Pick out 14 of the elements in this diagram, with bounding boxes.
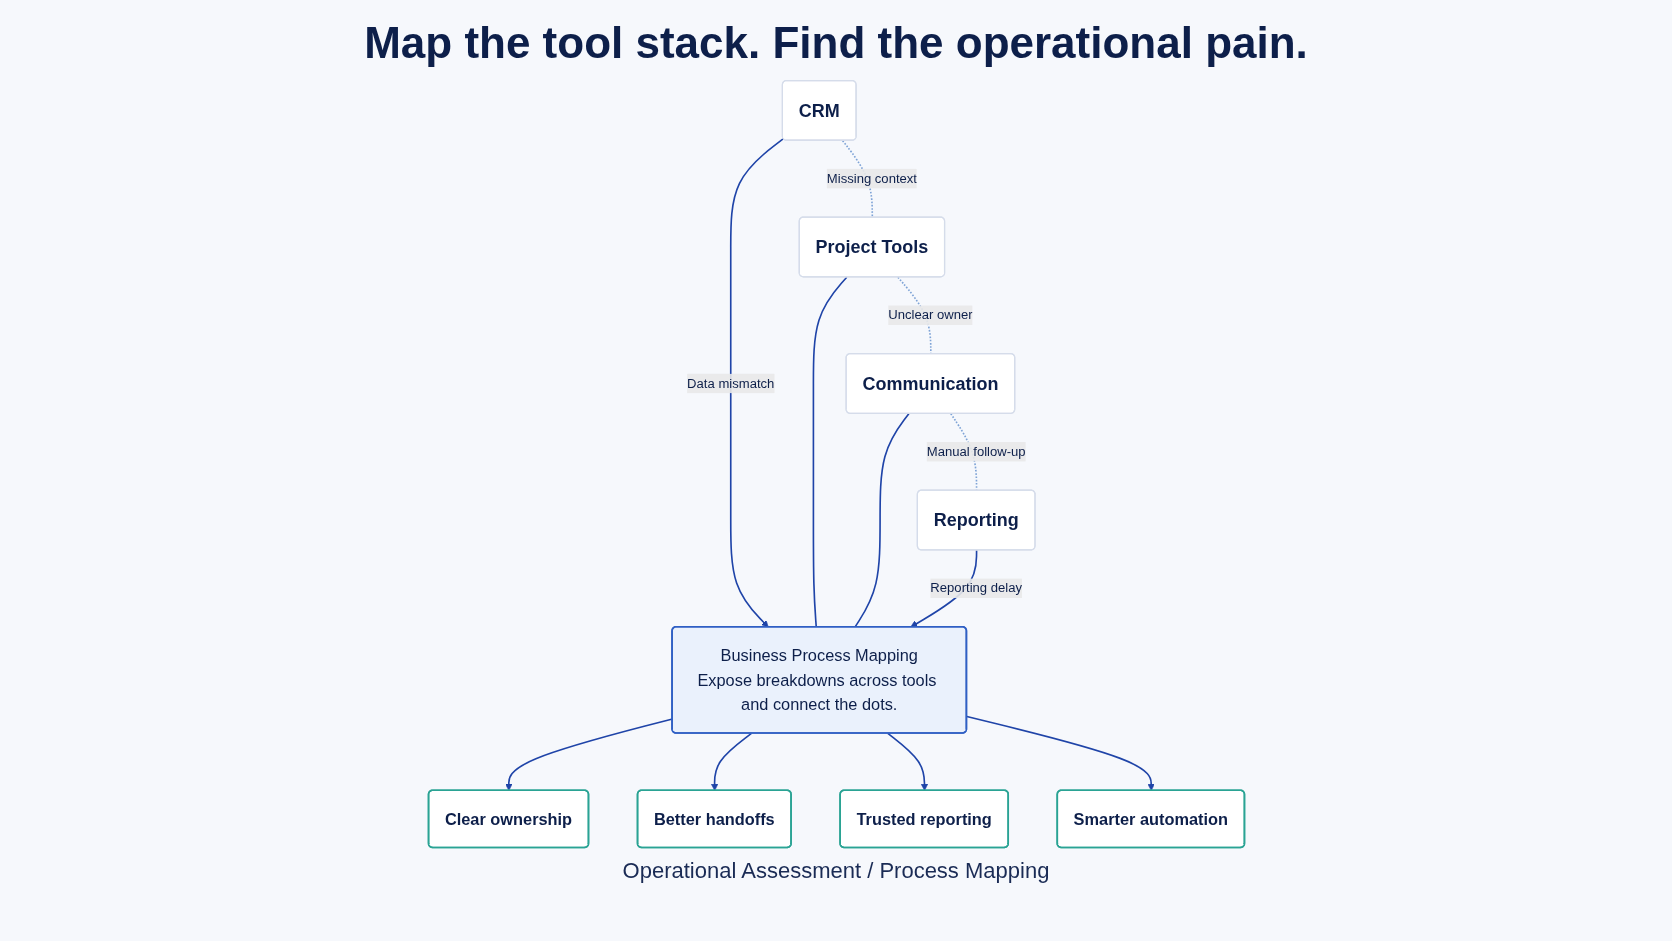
edge-label: Manual follow-up	[926, 444, 1026, 459]
connector	[841, 139, 873, 219]
arrow	[710, 732, 752, 791]
caption: Operational Assessment / Process Mapping	[621, 858, 1051, 884]
edge-label: Unclear owner	[887, 307, 973, 322]
connector	[812, 276, 848, 628]
arrow	[729, 137, 784, 628]
arrow	[886, 732, 928, 791]
title: Map the tool stack. Find the operational pain.	[363, 18, 1309, 68]
edge-label: Reporting delay	[929, 580, 1022, 595]
connector	[853, 412, 910, 628]
edge-label: Data mismatch	[686, 376, 774, 390]
arrow	[965, 715, 1155, 791]
edge-label: Missing context	[826, 171, 917, 186]
